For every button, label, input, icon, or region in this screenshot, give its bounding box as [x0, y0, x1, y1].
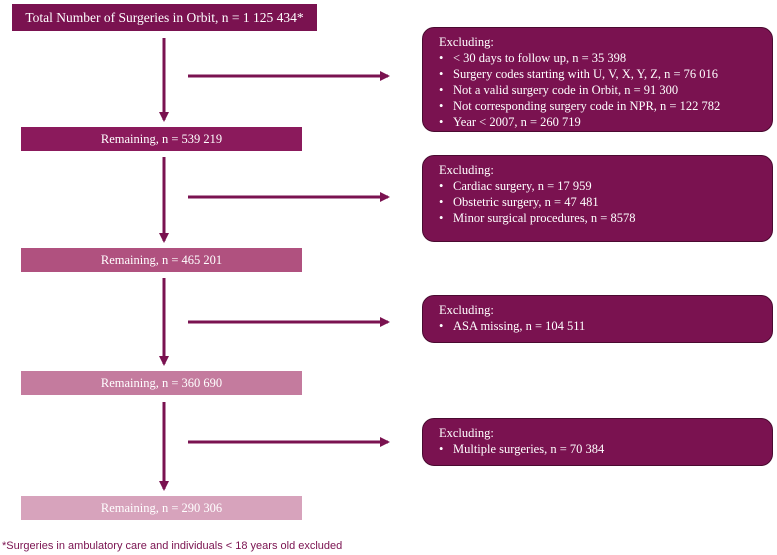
exclusion-list-4: Multiple surgeries, n = 70 384	[439, 441, 762, 457]
remaining-box-4: Remaining, n = 290 306	[21, 496, 302, 520]
remaining-box-3: Remaining, n = 360 690	[21, 371, 302, 395]
exclusion-box-4: Excluding: Multiple surgeries, n = 70 38…	[422, 418, 773, 466]
exclusion-item: Year < 2007, n = 260 719	[439, 114, 762, 130]
remaining-label-3: Remaining, n = 360 690	[100, 375, 223, 390]
exclusion-item: < 30 days to follow up, n = 35 398	[439, 50, 762, 66]
remaining-box-1: Remaining, n = 539 219	[21, 127, 302, 151]
exclusion-item: Cardiac surgery, n = 17 959	[439, 178, 762, 194]
exclusion-item: Multiple surgeries, n = 70 384	[439, 441, 762, 457]
exclusion-title-3: Excluding:	[439, 303, 494, 317]
exclusion-item: Obstetric surgery, n = 47 481	[439, 194, 762, 210]
exclusion-list-2: Cardiac surgery, n = 17 959 Obstetric su…	[439, 178, 762, 226]
total-surgeries-label: Total Number of Surgeries in Orbit, n = …	[25, 9, 304, 25]
exclusion-box-3: Excluding: ASA missing, n = 104 511	[422, 295, 773, 343]
exclusion-item: ASA missing, n = 104 511	[439, 318, 762, 334]
exclusion-list-3: ASA missing, n = 104 511	[439, 318, 762, 334]
exclusion-item: Not corresponding surgery code in NPR, n…	[439, 98, 762, 114]
exclusion-item: Surgery codes starting with U, V, X, Y, …	[439, 66, 762, 82]
exclusion-title-1: Excluding:	[439, 35, 494, 49]
exclusion-item: Not a valid surgery code in Orbit, n = 9…	[439, 82, 762, 98]
exclusion-box-1: Excluding: < 30 days to follow up, n = 3…	[422, 27, 773, 132]
footnote: *Surgeries in ambulatory care and indivi…	[2, 540, 343, 552]
remaining-box-2: Remaining, n = 465 201	[21, 248, 302, 272]
exclusion-list-1: < 30 days to follow up, n = 35 398 Surge…	[439, 50, 762, 130]
remaining-label-2: Remaining, n = 465 201	[100, 252, 223, 267]
exclusion-box-2: Excluding: Cardiac surgery, n = 17 959 O…	[422, 155, 773, 242]
total-surgeries-box: Total Number of Surgeries in Orbit, n = …	[12, 4, 317, 31]
exclusion-item: Minor surgical procedures, n = 8578	[439, 210, 762, 226]
exclusion-title-4: Excluding:	[439, 426, 494, 440]
remaining-label-1: Remaining, n = 539 219	[100, 131, 223, 146]
remaining-label-4: Remaining, n = 290 306	[100, 500, 223, 515]
exclusion-title-2: Excluding:	[439, 163, 494, 177]
